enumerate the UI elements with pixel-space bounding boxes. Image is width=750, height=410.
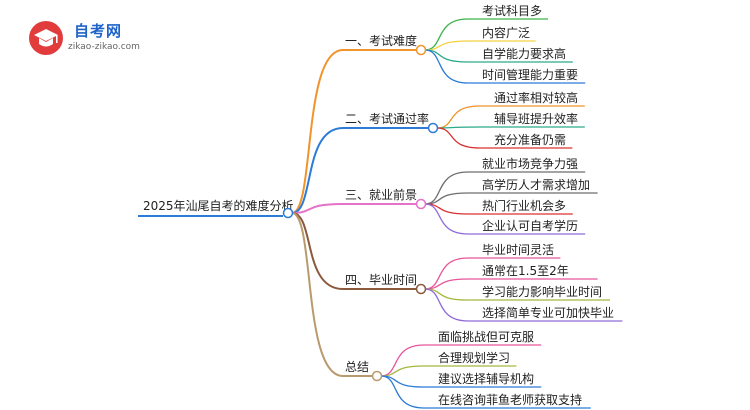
child-label: 自学能力要求高 [482,46,566,61]
child-label: 充分准备仍需 [494,132,566,147]
graduation-cap-icon [29,21,63,55]
branch-node [415,283,427,295]
child-label: 合理规划学习 [438,350,510,365]
logo-site: zikao-zikao.com [68,42,140,52]
child-link [424,288,469,322]
child-label: 学习能力影响毕业时间 [482,284,602,299]
branch-link [291,203,344,214]
child-label: 通常在1.5至2年 [482,264,569,278]
branch-label: 四、毕业时间 [345,273,417,287]
branch-link [291,127,344,214]
child-label: 在线咨询菲鱼老师获取支持 [438,392,582,407]
root-node [282,207,294,219]
branch-node [415,44,427,56]
child-label: 企业认可自考学历 [482,218,578,233]
child-label: 高学历人才需求增加 [482,177,590,192]
child-label: 就业市场竞争力强 [482,156,578,171]
child-label: 时间管理能力重要 [482,67,578,82]
branch-node [427,122,439,134]
branch-label: 三、就业前景 [345,187,417,202]
logo-name: 自考网 [74,22,123,40]
root-label: 2025年汕尾自考的难度分析 [143,198,294,213]
child-link [424,203,469,235]
child-link [424,257,469,290]
child-label: 内容广泛 [482,25,530,40]
child-label: 选择简单专业可加快毕业 [482,305,614,320]
branch-node [415,198,427,210]
child-label: 建议选择辅导机构 [438,371,534,386]
child-link [380,375,425,409]
branch-link [291,212,344,377]
branch-link [291,49,344,214]
branch-node [371,370,383,382]
child-label: 考试科目多 [482,3,542,18]
child-link [436,105,481,129]
child-link [424,171,469,205]
child-label: 热门行业机会多 [482,198,566,213]
child-label: 面临挑战但可克服 [438,330,534,344]
branch-label: 一、考试难度 [345,33,417,48]
child-label: 通过率相对较高 [494,90,578,105]
child-link [380,344,425,377]
child-label: 毕业时间灵活 [482,243,554,257]
site-logo[interactable]: 自考网 zikao-zikao.com [28,18,158,62]
child-link [436,127,481,149]
branch-label: 二、考试通过率 [345,111,429,126]
child-link [424,49,469,84]
branch-link [291,212,344,290]
child-link [424,18,469,51]
child-label: 辅导班提升效率 [494,111,578,126]
branch-label: 总结 [345,360,369,374]
